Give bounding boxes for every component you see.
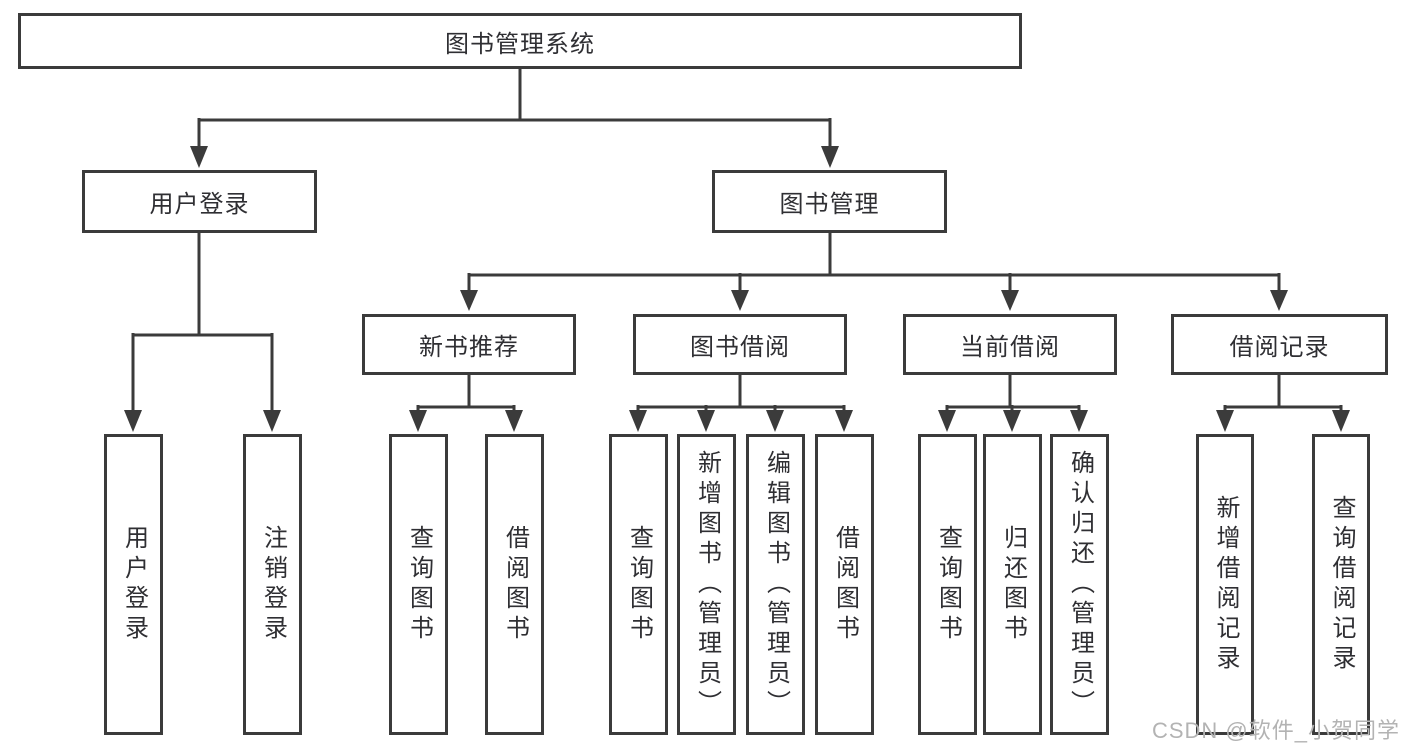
leaf-current-confirm-return-admin-label: 确认归还（管理员） (1066, 449, 1094, 720)
leaf-logout-login: 注销登录 (243, 434, 302, 735)
leaf-current-return-book-label: 归还图书 (999, 524, 1027, 645)
leaf-borrowing-borrow-book: 借阅图书 (815, 434, 874, 735)
leaf-user-login-label: 用户登录 (120, 524, 148, 645)
leaf-newbook-borrow-book-label: 借阅图书 (501, 524, 529, 645)
node-new-book-recommend: 新书推荐 (362, 314, 576, 375)
leaf-newbook-borrow-book: 借阅图书 (485, 434, 544, 735)
leaf-newbook-query-book-label: 查询图书 (405, 524, 433, 645)
leaf-current-return-book: 归还图书 (983, 434, 1042, 735)
node-borrowing-records: 借阅记录 (1171, 314, 1388, 375)
node-book-borrowing: 图书借阅 (633, 314, 847, 375)
leaf-current-query-book: 查询图书 (918, 434, 977, 735)
node-book-management: 图书管理 (712, 170, 947, 233)
leaf-logout-login-label: 注销登录 (259, 524, 287, 645)
leaf-records-query-record: 查询借阅记录 (1312, 434, 1370, 735)
leaf-records-query-record-label: 查询借阅记录 (1328, 494, 1355, 675)
leaf-newbook-query-book: 查询图书 (389, 434, 448, 735)
leaf-borrowing-edit-book-admin-label: 编辑图书（管理员） (762, 449, 790, 720)
leaf-borrowing-borrow-book-label: 借阅图书 (831, 524, 859, 645)
leaf-borrowing-add-book-admin-label: 新增图书（管理员） (693, 449, 721, 720)
leaf-records-add-record-label: 新增借阅记录 (1212, 494, 1239, 675)
leaf-current-query-book-label: 查询图书 (934, 524, 962, 645)
leaf-records-add-record: 新增借阅记录 (1196, 434, 1254, 735)
leaf-borrowing-add-book-admin: 新增图书（管理员） (677, 434, 736, 735)
csdn-watermark: CSDN @软件_小贺同学 (1151, 718, 1400, 743)
node-library-system: 图书管理系统 (18, 13, 1022, 69)
leaf-borrowing-query-book: 查询图书 (609, 434, 668, 735)
leaf-current-confirm-return-admin: 确认归还（管理员） (1050, 434, 1109, 735)
leaf-user-login: 用户登录 (104, 434, 163, 735)
leaf-borrowing-query-book-label: 查询图书 (625, 524, 653, 645)
node-user-login: 用户登录 (82, 170, 317, 233)
node-current-borrowing: 当前借阅 (903, 314, 1117, 375)
leaf-borrowing-edit-book-admin: 编辑图书（管理员） (746, 434, 805, 735)
